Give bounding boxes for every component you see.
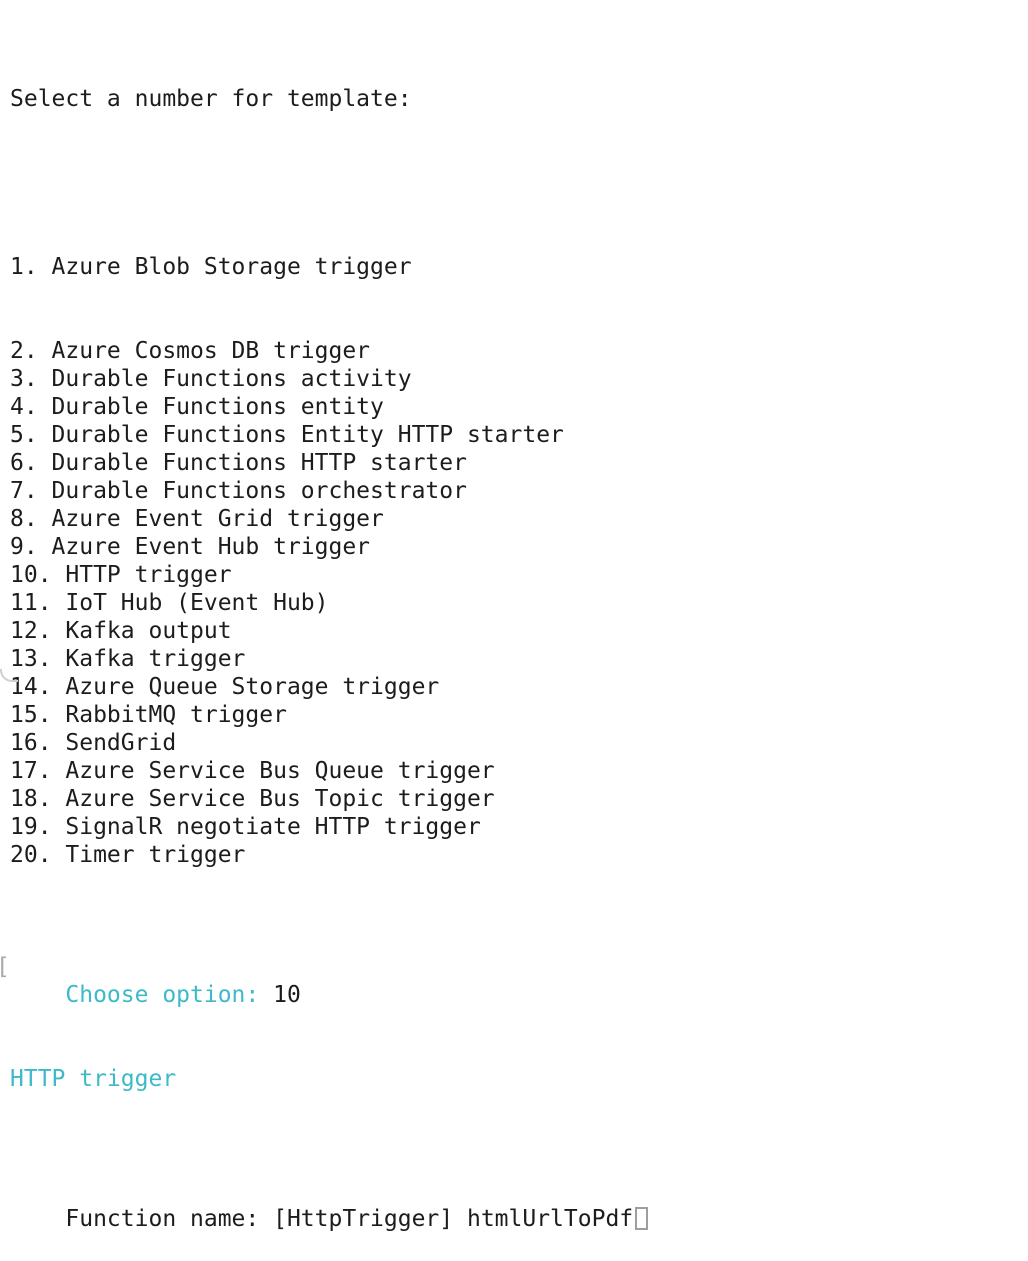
template-option: 16. SendGrid [10, 730, 177, 756]
template-option: 2. Azure Cosmos DB trigger [10, 338, 371, 364]
template-option: 20. Timer trigger [10, 842, 246, 868]
choose-option-line: [ Choose option: 10 [0, 953, 1028, 1008]
template-option: 7. Durable Functions orchestrator [10, 478, 467, 504]
template-option: 3. Durable Functions activity [10, 366, 412, 392]
template-select-prompt: Select a number for template: [10, 86, 412, 112]
function-name-line: Function name: [HttpTrigger] htmlUrlToPdf [10, 1177, 1028, 1232]
template-option: 9. Azure Event Hub trigger [10, 534, 371, 560]
template-option: 5. Durable Functions Entity HTTP starter [10, 422, 564, 448]
template-option: 18. Azure Service Bus Topic trigger [10, 786, 495, 812]
choose-option-entered-value: 10 [273, 982, 301, 1008]
template-option: 6. Durable Functions HTTP starter [10, 450, 467, 476]
function-name-prompt: Function name: [65, 1206, 260, 1232]
space-gap [259, 1001, 273, 1002]
template-option: 19. SignalR negotiate HTTP trigger [10, 814, 481, 840]
template-option: 8. Azure Event Grid trigger [10, 506, 384, 532]
template-option: 14. Azure Queue Storage trigger [10, 674, 440, 700]
window-bottom-left-corner [0, 669, 18, 682]
left-bracket-glyph: [ [0, 953, 10, 981]
template-option: 13. Kafka trigger [10, 646, 246, 672]
terminal-cursor [635, 1207, 649, 1230]
space-gap [453, 1225, 467, 1226]
template-option: 17. Azure Service Bus Queue trigger [10, 758, 495, 784]
template-option: 15. RabbitMQ trigger [10, 702, 287, 728]
function-name-input[interactable]: htmlUrlToPdf [466, 1206, 634, 1232]
function-name-default-hint: [HttpTrigger] [273, 1206, 454, 1232]
template-option: 4. Durable Functions entity [10, 394, 384, 420]
selected-template-label: HTTP trigger [10, 1066, 177, 1092]
template-option: 1. Azure Blob Storage trigger [10, 254, 412, 280]
choose-option-prompt: Choose option: [65, 982, 260, 1008]
template-option: 11. IoT Hub (Event Hub) [10, 590, 329, 616]
template-options-list: 1. Azure Blob Storage trigger 2. Azure C… [10, 197, 1028, 869]
template-option: 12. Kafka output [10, 618, 232, 644]
template-option: 10. HTTP trigger [10, 562, 232, 588]
space-gap [259, 1225, 273, 1226]
